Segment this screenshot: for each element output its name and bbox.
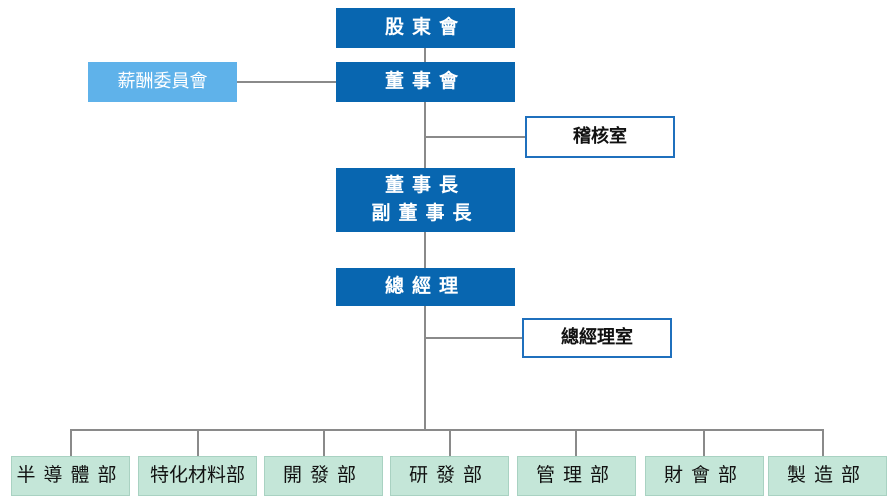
department-box: 開發部 <box>264 456 383 496</box>
connector-dept-5 <box>575 429 577 457</box>
connector-board-chairman <box>424 102 426 168</box>
connector-chairman-gm <box>424 232 426 268</box>
vice-chairman-label: 副董事長 <box>371 202 480 224</box>
department-box: 半導體部 <box>11 456 130 496</box>
connector-dept-6 <box>703 429 705 457</box>
department-box: 製造部 <box>768 456 887 496</box>
connector-committee-board <box>236 81 336 83</box>
general-manager-box: 總經理 <box>336 268 515 306</box>
department-box: 研發部 <box>390 456 509 496</box>
chairman-label: 董事長 <box>384 174 466 197</box>
department-box: 特化材料部 <box>138 456 257 496</box>
connector-gm-office <box>424 337 522 339</box>
board-box: 董事會 <box>336 62 515 102</box>
connector-dept-1 <box>70 429 72 457</box>
connector-shareholders-board <box>424 47 426 63</box>
connector-audit-office <box>424 136 526 138</box>
gm-office-box: 總經理室 <box>522 318 672 358</box>
department-box: 管理部 <box>517 456 636 496</box>
audit-office-box: 稽核室 <box>525 116 675 158</box>
remuneration-committee-box: 薪酬委員會 <box>88 62 237 102</box>
shareholders-box: 股東會 <box>336 8 515 48</box>
chairman-box: 董事長 副董事長 <box>336 168 515 232</box>
department-box: 財會部 <box>645 456 764 496</box>
connector-dept-7 <box>822 429 824 457</box>
connector-gm-departments <box>424 306 426 430</box>
connector-dept-2 <box>197 429 199 457</box>
connector-dept-4 <box>449 429 451 457</box>
connector-department-bus <box>70 429 824 431</box>
connector-dept-3 <box>323 429 325 457</box>
